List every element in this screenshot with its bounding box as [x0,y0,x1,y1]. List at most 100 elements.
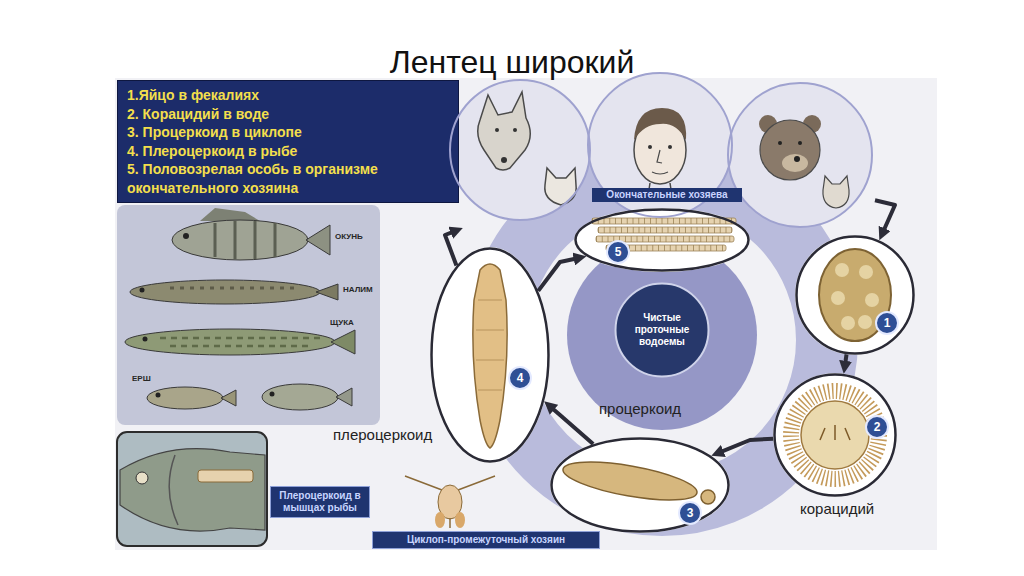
fish-name: ОКУНЬ [335,232,363,242]
bear-eye [778,141,782,145]
fish-eye [270,392,275,397]
coracidium-cilia [791,391,879,479]
legend-item: 5. Половозрелая особь в организме оконча… [127,160,449,197]
stage-pictures [430,208,915,533]
human-eye [668,145,672,149]
node-outline [550,437,730,533]
stage-ground [430,247,550,463]
stage-outline [797,237,914,354]
callout-number: 5 [606,240,630,264]
stage-outline [432,249,549,462]
host-circle [450,80,590,220]
human-eye [648,145,652,149]
diagram-title: Лентец широкий [0,44,1024,80]
ruff [147,387,223,409]
stage-circle: 2 [773,373,897,497]
fish-head [120,449,265,531]
stage-ground [550,437,730,533]
caption-text: Плероцеркоид в мышцах рыбы [275,490,365,514]
fish-eye [183,233,189,239]
callout-number: 3 [678,501,702,525]
host-pictures [450,73,872,227]
fish-panel: ОКУНЬ НАЛИМ ЩУКА ЕРШ [117,205,380,425]
egg-cell [858,315,872,329]
muscle-larva [198,470,253,482]
cyclops-tail [449,518,451,528]
bear-nose [794,156,800,162]
perch-stripes [215,221,275,259]
water-circle-shape [616,284,709,377]
legend-box: 1.Яйцо в фекалиях2. Корацидий в воде3. П… [117,80,459,203]
node-outline [574,208,750,272]
fish-name: ЩУКА [330,318,354,328]
coracidium-hooks [820,425,850,440]
water-text: Чистые проточные водоемы [624,312,700,348]
cycle-arrow [845,354,846,364]
cycle-arrow [720,439,773,453]
pike-pattern [160,338,320,346]
burbot [130,280,320,304]
fish-eye [136,472,148,484]
procercoid [560,454,699,507]
stage-circle: 1 [795,235,915,355]
burbot-tail [316,284,338,300]
legend-item: 1.Яйцо в фекалиях [127,86,449,105]
legend-item: 2. Корацидий в воде [127,105,449,124]
callout-number: 1 [875,311,899,335]
small-fish-tail [336,388,352,406]
perch-fin [200,208,260,221]
fish-pictures [117,205,380,425]
cyclops-egg-sac [455,512,465,528]
pike-tail [331,330,355,354]
cycle-arrow [445,231,456,265]
fish-eye [156,393,161,398]
human-hair [634,108,686,140]
plerocercoid [473,264,507,448]
stage-label: плероцеркоид [333,426,432,443]
egg-cell [841,316,855,330]
callout-number: 2 [865,415,889,439]
node-outline [445,72,875,228]
fish-gill [169,455,178,525]
perch-tail [306,225,330,255]
human-features [652,150,668,174]
dog-eye [495,128,499,132]
cyclops-egg-sac [435,512,445,528]
water-circle: Чистые проточные водоемы [614,282,710,378]
cycle-arrow [538,258,577,291]
cyclops-picture [405,476,495,528]
caption-box: Плероцеркоид в мышцах рыбы [270,486,370,518]
egg-cell [835,263,849,277]
host-label: Окончательные хозяева [592,188,742,202]
small-fish [262,384,338,410]
pike [125,329,335,355]
bear-head [760,120,820,180]
stage-label: корацидий [800,500,874,517]
fish-name: НАЛИМ [343,285,373,295]
coracidium-body [801,401,869,469]
stage-ellipse: 3 [550,437,730,533]
burbot-spots [170,287,300,290]
fish-eye [140,288,145,293]
dog-head [478,92,531,170]
cycle-arrow [875,200,895,232]
legend-item: 4. Плероцеркоид в рыбе [127,142,449,161]
callout-number: 4 [508,366,532,390]
egg-cell [831,291,845,305]
procercoid-tail [701,490,715,504]
bear-eye [798,141,802,145]
host-outline [450,80,590,220]
stage-outline [552,439,729,532]
stage-ellipse: 4 [430,247,550,463]
fish-panel-ground [117,205,380,425]
bear-snout [782,154,808,172]
stage-label: процеркоид [599,400,681,417]
cat-head [545,168,576,205]
fish-name: ЕРШ [132,374,151,384]
caption-box: Циклоп-промежуточный хозяин [372,531,600,549]
stage-outline [576,210,749,271]
poster-ground [115,78,937,550]
worm-segment [598,227,732,233]
